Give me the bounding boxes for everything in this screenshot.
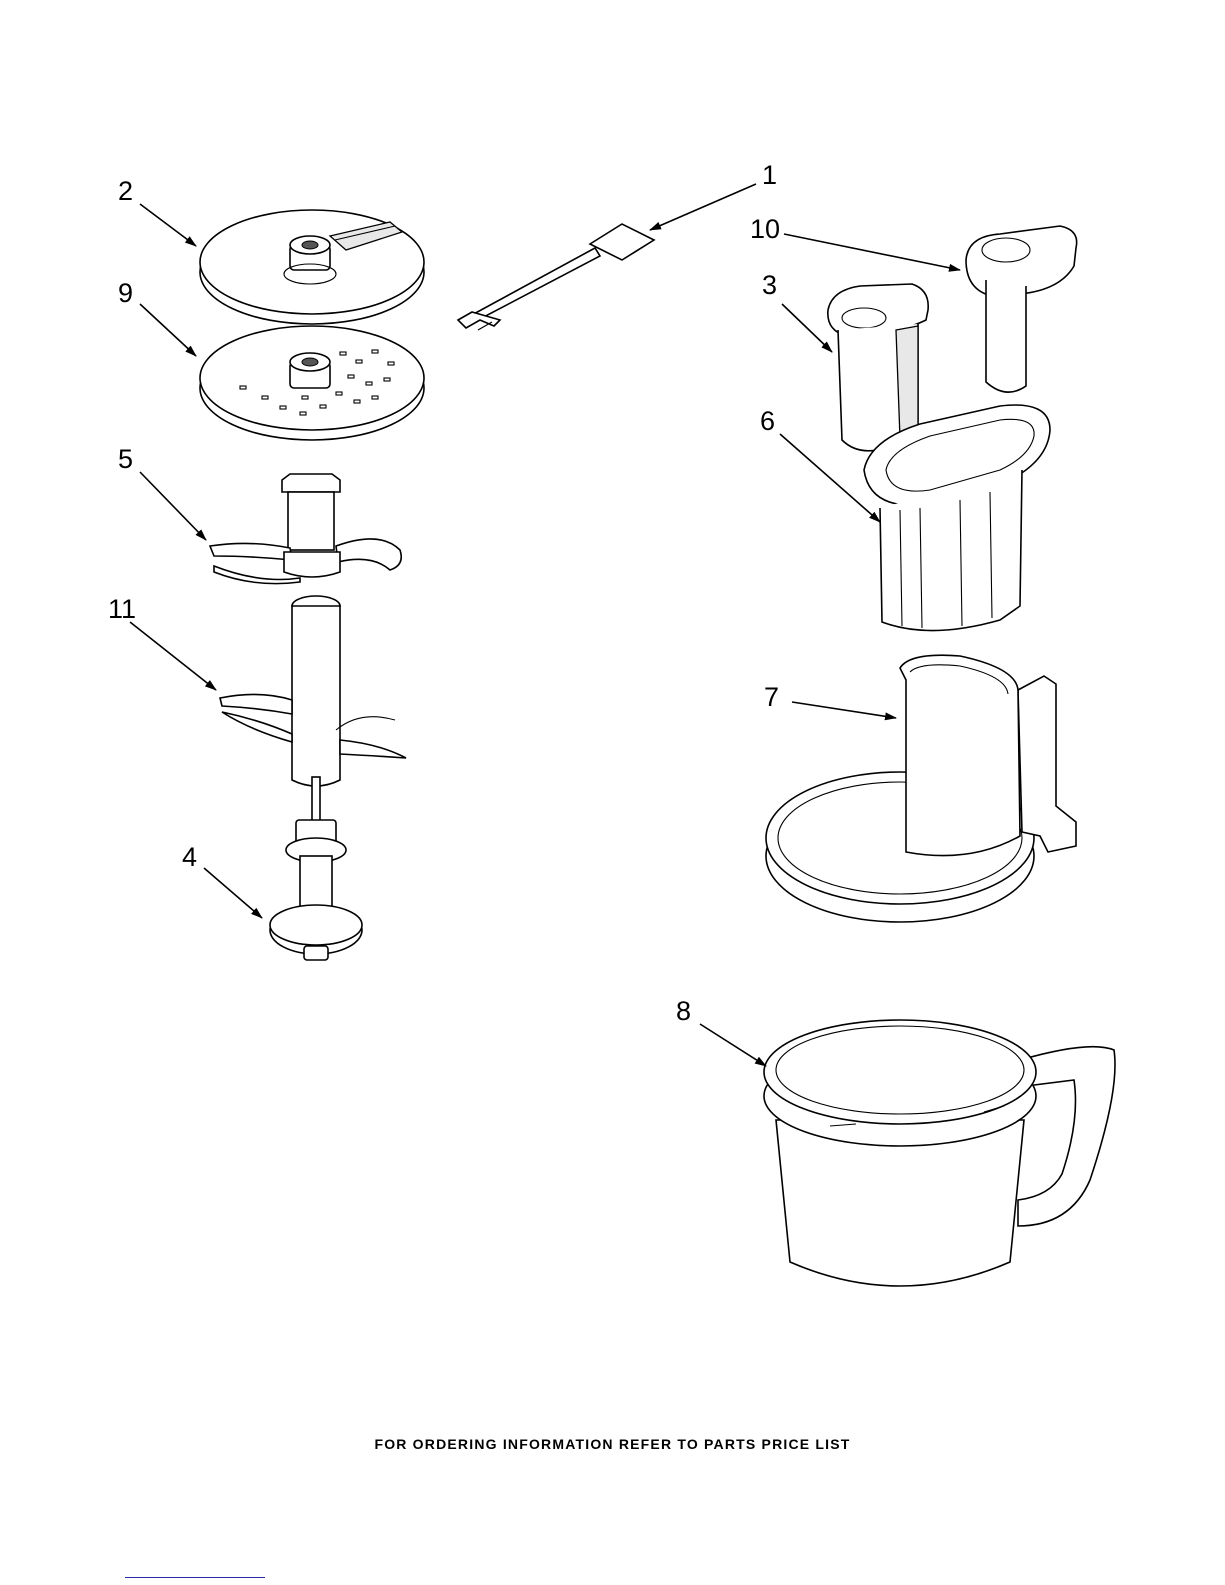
part-small-pusher <box>966 226 1077 392</box>
callout-7: 7 <box>764 684 779 711</box>
bottom-underline <box>125 1577 265 1578</box>
callout-11: 11 <box>108 596 136 623</box>
part-feed-tube-insert <box>864 405 1050 631</box>
part-slicing-disc <box>200 210 424 324</box>
callout-4: 4 <box>182 844 197 871</box>
callout-3: 3 <box>762 272 777 299</box>
part-shredding-disc <box>200 326 424 440</box>
part-work-bowl <box>764 1020 1115 1286</box>
part-drive-adapter <box>270 777 362 960</box>
callout-8: 8 <box>676 998 691 1025</box>
callout-2: 2 <box>118 178 133 205</box>
callout-10: 10 <box>750 216 780 243</box>
ordering-info-footer: FOR ORDERING INFORMATION REFER TO PARTS … <box>0 1436 1225 1452</box>
part-work-bowl-cover <box>766 655 1076 922</box>
callout-9: 9 <box>118 280 133 307</box>
part-dough-blade <box>210 474 401 584</box>
part-multipurpose-blade <box>220 596 406 786</box>
callout-5: 5 <box>118 446 133 473</box>
callout-1: 1 <box>762 162 777 189</box>
callout-6: 6 <box>760 408 775 435</box>
part-disc-stem-tool <box>458 224 654 330</box>
